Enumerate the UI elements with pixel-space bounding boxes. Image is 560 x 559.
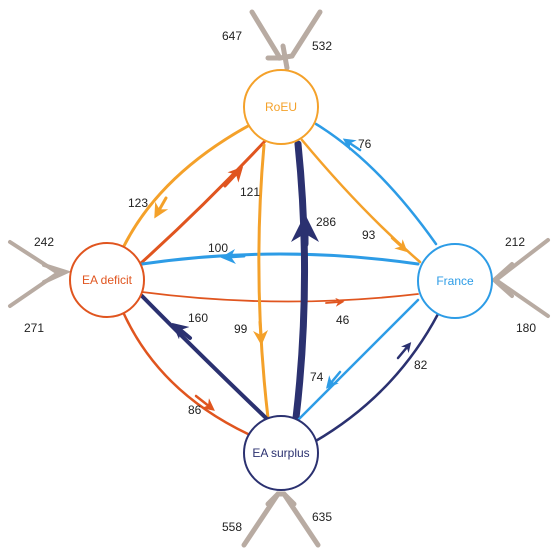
node-france: France xyxy=(417,243,493,319)
external-value-ead-in: 242 xyxy=(34,235,54,249)
flow-ea-deficit-to-france xyxy=(141,291,419,303)
roeu-external-arrows xyxy=(249,9,323,71)
node-france-circle xyxy=(417,243,493,319)
flow-value-france-eas: 74 xyxy=(310,370,324,384)
flow-ea-surplus-to-roeu xyxy=(292,140,309,422)
flow-value-france-ead: 100 xyxy=(208,241,228,255)
flow-value-eas-ead: 160 xyxy=(188,311,208,325)
flow-france-to-ea-deficit xyxy=(140,252,420,266)
node-france-label: France xyxy=(436,274,474,288)
node-ea-deficit-label: EA deficit xyxy=(82,273,133,287)
flow-value-eas-roeu: 286 xyxy=(316,215,336,229)
node-roeu: RoEU xyxy=(243,69,319,145)
node-roeu-circle xyxy=(243,69,319,145)
flow-value-ead-roeu: 121 xyxy=(240,185,260,199)
flow-value-roeu-ead: 123 xyxy=(128,196,148,210)
external-value-eas-out: 635 xyxy=(312,510,332,524)
flows xyxy=(122,122,440,444)
france-external-arrows xyxy=(490,238,550,318)
flow-value-roeu-eas: 99 xyxy=(234,322,248,336)
flow-labels: 121 123 76 93 100 46 286 99 160 86 74 82 xyxy=(128,137,428,417)
flow-france-to-roeu xyxy=(314,122,438,246)
flow-roeu-to-ea-deficit xyxy=(122,124,250,248)
node-ea-deficit-circle xyxy=(69,242,145,318)
external-value-france-out: 180 xyxy=(516,321,536,335)
external-value-roeu-in: 647 xyxy=(222,29,242,43)
flow-value-france-roeu: 76 xyxy=(358,137,372,151)
flow-roeu-to-ea-surplus xyxy=(257,143,270,420)
external-value-ead-out: 271 xyxy=(24,321,44,335)
external-flows xyxy=(8,9,550,548)
flow-ea-deficit-to-ea-surplus xyxy=(122,312,250,436)
ea-deficit-external-arrows xyxy=(8,240,72,308)
flow-value-roeu-france: 93 xyxy=(362,228,376,242)
node-ea-deficit: EA deficit xyxy=(69,242,145,318)
external-value-france-in: 212 xyxy=(505,235,525,249)
flow-ea-surplus-to-france xyxy=(312,312,440,444)
node-ea-surplus-circle xyxy=(243,415,319,491)
flow-value-ead-france: 46 xyxy=(336,313,350,327)
external-labels: 647 532 242 271 212 180 558 635 xyxy=(24,29,536,534)
flow-ea-deficit-to-roeu xyxy=(138,138,268,266)
flow-france-to-ea-surplus xyxy=(296,298,420,422)
external-value-eas-in: 558 xyxy=(222,520,242,534)
external-value-roeu-out: 532 xyxy=(312,39,332,53)
ea-surplus-external-arrows xyxy=(241,491,321,548)
flow-value-ead-eas: 86 xyxy=(188,403,202,417)
flow-value-eas-france: 82 xyxy=(414,358,428,372)
node-ea-surplus-label: EA surplus xyxy=(252,446,309,460)
node-ea-surplus: EA surplus xyxy=(243,415,319,491)
node-roeu-label: RoEU xyxy=(265,100,297,114)
flow-ea-surplus-to-ea-deficit xyxy=(140,294,268,420)
